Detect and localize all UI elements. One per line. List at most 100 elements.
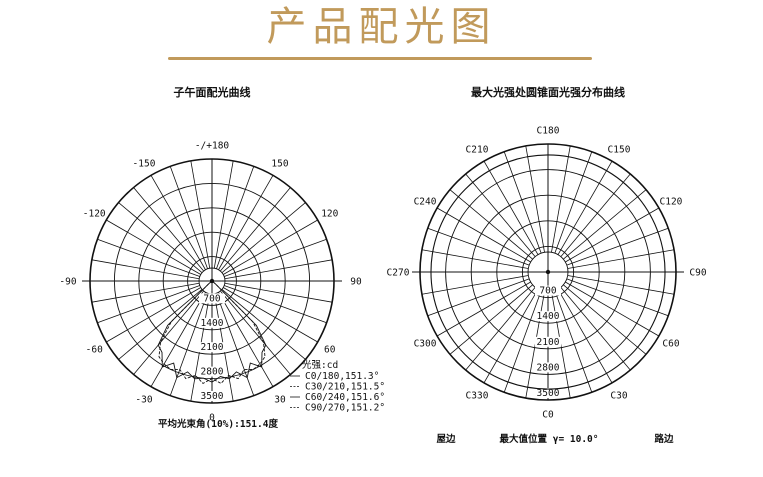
angle-label: C210 xyxy=(466,145,489,156)
angle-label: C180 xyxy=(537,126,560,137)
polar-spoke xyxy=(503,290,542,393)
polar-spoke xyxy=(224,259,333,280)
angle-label: C120 xyxy=(660,197,683,208)
polar-spoke xyxy=(427,227,530,266)
radial-tick-bg xyxy=(535,362,561,373)
polar-spoke xyxy=(566,227,669,266)
polar-spoke xyxy=(567,249,675,269)
polar-spoke xyxy=(449,189,533,260)
angle-label: 30 xyxy=(274,394,286,405)
legend-entry: C60/240,151.6° xyxy=(305,392,385,403)
polar-spoke xyxy=(551,145,571,253)
polar-spoke xyxy=(465,173,536,257)
polar-spoke xyxy=(483,289,539,384)
polar-spoke xyxy=(91,282,200,303)
polar-spoke xyxy=(216,166,255,269)
polar-spoke xyxy=(563,189,647,260)
radial-tick-bg xyxy=(199,293,225,304)
polar-spoke xyxy=(567,275,675,295)
radial-tick-bg xyxy=(535,388,561,398)
polar-spoke xyxy=(190,160,211,269)
polar-spoke xyxy=(563,284,647,355)
radial-tick-bg xyxy=(535,285,561,296)
polar-spoke xyxy=(525,145,545,253)
angle-label: 90 xyxy=(350,277,362,288)
radial-tick-label: 2800 xyxy=(201,367,224,378)
angle-label: C300 xyxy=(414,339,437,350)
polar-spoke xyxy=(169,166,208,269)
radial-tick-label: 2100 xyxy=(201,342,224,353)
footer-max-position: 最大值位置 γ= 10.0° xyxy=(500,433,599,445)
legend-entry: C0/180,151.3° xyxy=(305,371,379,382)
polar-spoke xyxy=(560,287,631,371)
angle-label: -60 xyxy=(86,345,103,356)
polar-spoke xyxy=(465,287,536,371)
angle-label: 0 xyxy=(209,413,215,424)
polar-spoke xyxy=(554,290,593,393)
angle-label: -/+180 xyxy=(195,141,230,152)
legend-entry: C30/210,151.5° xyxy=(305,382,385,393)
polar-spoke xyxy=(169,293,208,396)
radial-tick-label: 2100 xyxy=(537,337,560,348)
polar-spoke xyxy=(223,219,318,275)
title-divider xyxy=(168,57,592,60)
radial-tick-label: 700 xyxy=(539,286,556,297)
polar-spoke xyxy=(133,187,204,272)
radial-tick-label: 3500 xyxy=(201,391,224,402)
angle-label: C330 xyxy=(466,390,489,401)
angle-label: -90 xyxy=(59,277,76,288)
angle-label: C150 xyxy=(608,145,631,156)
polar-spoke xyxy=(221,202,306,273)
legend-entry: C90/270,151.2° xyxy=(305,403,385,414)
radial-tick-label: 1400 xyxy=(201,318,224,329)
angle-label: C240 xyxy=(414,197,437,208)
chart-title: 子午面配光曲线 xyxy=(174,85,251,99)
angle-label: 150 xyxy=(271,159,288,170)
radial-tick-bg xyxy=(199,391,225,401)
radial-tick-bg xyxy=(199,317,225,328)
polar-spoke xyxy=(220,290,291,375)
polar-spoke xyxy=(224,238,327,277)
radial-tick-bg xyxy=(199,342,225,353)
polar-spoke xyxy=(118,202,203,273)
radial-tick-label: 3500 xyxy=(537,388,560,399)
polar-spoke xyxy=(554,151,593,254)
polar-spoke xyxy=(421,275,529,295)
polar-spoke xyxy=(133,290,204,375)
polar-spoke xyxy=(566,278,669,317)
polar-spoke xyxy=(436,207,531,263)
angle-label: -120 xyxy=(83,209,106,220)
polar-spoke xyxy=(220,187,291,272)
page-title: 产品配光图 xyxy=(266,4,497,50)
polar-spoke xyxy=(224,282,333,303)
distribution-curve xyxy=(158,280,266,384)
polar-spoke xyxy=(150,175,206,270)
polar-spoke xyxy=(565,281,660,337)
distribution-curve xyxy=(157,280,267,383)
polar-spoke xyxy=(427,278,530,317)
polar-spoke xyxy=(557,289,613,384)
polar-spoke xyxy=(118,289,203,360)
angle-label: -30 xyxy=(135,394,152,405)
polar-spoke xyxy=(503,151,542,254)
polar-spoke xyxy=(150,292,206,387)
polar-spoke xyxy=(421,249,529,269)
angle-label: 120 xyxy=(321,209,338,220)
polar-spoke xyxy=(436,281,531,337)
footer-left: 屋边 xyxy=(436,433,456,445)
polar-spoke xyxy=(106,219,201,275)
polar-spoke xyxy=(557,160,613,255)
polar-spoke xyxy=(218,175,274,270)
radial-tick-bg xyxy=(535,336,561,347)
polar-spoke xyxy=(223,287,318,343)
polar-spoke xyxy=(221,289,306,360)
polar-spoke xyxy=(97,285,200,324)
polar-spoke xyxy=(565,207,660,263)
polar-center-dot xyxy=(545,269,551,275)
polar-spoke xyxy=(483,160,539,255)
polar-spoke xyxy=(213,160,234,269)
radial-tick-bg xyxy=(199,366,225,377)
angle-label: C270 xyxy=(387,268,410,279)
angle-label: C30 xyxy=(610,390,627,401)
